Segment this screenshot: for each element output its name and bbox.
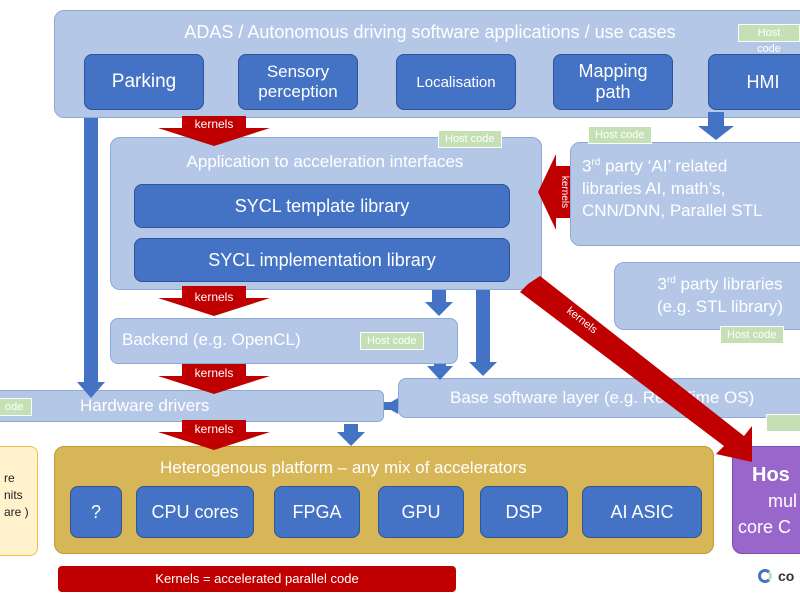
app-mapping-path: Mapping path xyxy=(553,54,673,110)
blue-arrow-iface-base xyxy=(469,290,497,376)
host-multicore-text: Hos mul core C xyxy=(738,462,798,540)
backend-title: Backend (e.g. OpenCL) xyxy=(122,330,301,349)
left-partial-line2: nits xyxy=(4,488,23,502)
sycl-template-library: SYCL template library xyxy=(134,184,510,228)
kernels-arrow-diagonal: kernels xyxy=(520,276,752,462)
host-code-badge-ai: Host code xyxy=(588,126,652,144)
host-code-badge-iface: Host code xyxy=(438,130,502,148)
host-code-badge-backend: Host code xyxy=(360,332,424,350)
hardware-drivers-box xyxy=(0,390,384,422)
unit-unknown-label: ? xyxy=(90,501,101,522)
sycl-impl-label: SYCL implementation library xyxy=(208,249,436,270)
unit-dsp-label: DSP xyxy=(505,501,543,522)
third-party-ai-text: 3rd party ‘AI’ related libraries AI, mat… xyxy=(582,152,800,222)
blue-arrow-hmi xyxy=(698,112,734,140)
blue-arrow-to-drivers xyxy=(77,118,105,398)
app-localisation: Localisation xyxy=(396,54,516,110)
kernels-arrow-3: kernels xyxy=(158,364,270,394)
sycl-template-label: SYCL template library xyxy=(234,195,410,216)
unit-gpu: GPU xyxy=(378,486,464,538)
logo-text: co xyxy=(778,568,795,584)
host-partial-line1: Hos xyxy=(752,464,790,486)
blue-arrow-backend-base xyxy=(427,364,453,380)
app-sensory-label: Sensory perception xyxy=(258,62,338,101)
app-mapping-label: Mapping path xyxy=(578,61,648,102)
platform-title: Heterogenous platform – any mix of accel… xyxy=(160,458,527,477)
app-hmi-label: HMI xyxy=(746,71,780,92)
kernels-arrow-1-label: kernels xyxy=(195,117,234,131)
third-party-ai-box xyxy=(570,142,800,246)
backend-box xyxy=(110,318,458,364)
kernels-arrow-left: kernels xyxy=(538,154,570,230)
kernels-arrow-4: kernels xyxy=(158,420,270,450)
unit-gpu-label: GPU xyxy=(401,501,441,522)
hardware-drivers-title: Hardware drivers xyxy=(80,396,210,415)
host-code-badge-lib: Host code xyxy=(720,326,784,344)
third-party-lib-text: 3rd party libraries (e.g. STL library) xyxy=(632,270,800,318)
unit-cpu-label: CPU cores xyxy=(151,501,239,522)
host-code-badge-base-partial xyxy=(766,414,800,432)
sycl-implementation-library: SYCL implementation library xyxy=(134,238,510,282)
third-party-lib-line1: 3rd party libraries xyxy=(657,274,783,294)
unit-cpu-cores: CPU cores xyxy=(136,486,254,538)
left-partial-line1: re xyxy=(4,471,15,485)
app-parking: Parking xyxy=(84,54,204,110)
unit-ai-asic: AI ASIC xyxy=(582,486,702,538)
kernels-arrow-3-label: kernels xyxy=(195,366,234,380)
left-partial-text: re nits are ) xyxy=(4,470,29,521)
left-partial-line3: are ) xyxy=(4,505,29,519)
unit-fpga: FPGA xyxy=(274,486,360,538)
kernels-legend-text: Kernels = accelerated parallel code xyxy=(155,571,359,586)
base-software-box xyxy=(398,378,800,418)
kernels-arrow-4-label: kernels xyxy=(195,422,234,436)
logo-icon xyxy=(758,569,772,583)
third-party-ai-line3: CNN/DNN, Parallel STL xyxy=(582,200,763,220)
app-parking-label: Parking xyxy=(111,71,177,92)
unit-unknown: ? xyxy=(70,486,122,538)
kernels-legend: Kernels = accelerated parallel code xyxy=(58,566,456,592)
third-party-libraries-box xyxy=(614,262,800,330)
company-logo: co xyxy=(758,568,794,584)
kernels-arrow-2-label: kernels xyxy=(195,290,234,304)
third-party-lib-line2: (e.g. STL library) xyxy=(657,296,783,316)
app-sensory-perception: Sensory perception xyxy=(238,54,358,110)
left-partial-box xyxy=(0,446,38,556)
kernels-arrow-2: kernels xyxy=(158,286,270,316)
third-party-ai-line1: 3rd party ‘AI’ related xyxy=(582,156,728,176)
host-partial-line2: mul xyxy=(768,491,798,511)
kernels-arrow-left-label: kernels xyxy=(559,176,570,208)
third-party-ai-line2: libraries AI, math’s, xyxy=(582,178,726,198)
app-interface-title: Application to acceleration interfaces xyxy=(186,152,464,171)
app-hmi: HMI xyxy=(708,54,800,110)
host-code-badge-top: Host code xyxy=(738,24,800,55)
unit-dsp: DSP xyxy=(480,486,568,538)
kernels-arrow-1: kernels xyxy=(158,116,270,146)
unit-ai-asic-label: AI ASIC xyxy=(610,501,674,522)
blue-arrow-to-platform xyxy=(337,424,365,446)
app-localisation-label: Localisation xyxy=(416,73,496,91)
blue-arrow-drivers-base xyxy=(384,398,398,414)
host-partial-line3: core C xyxy=(738,517,792,537)
host-code-badge-drivers-partial: ode xyxy=(0,398,33,416)
host-multicore-box xyxy=(732,446,800,554)
top-title: ADAS / Autonomous driving software appli… xyxy=(184,22,676,42)
unit-fpga-label: FPGA xyxy=(292,501,342,522)
blue-arrow-iface-backend xyxy=(425,290,453,316)
